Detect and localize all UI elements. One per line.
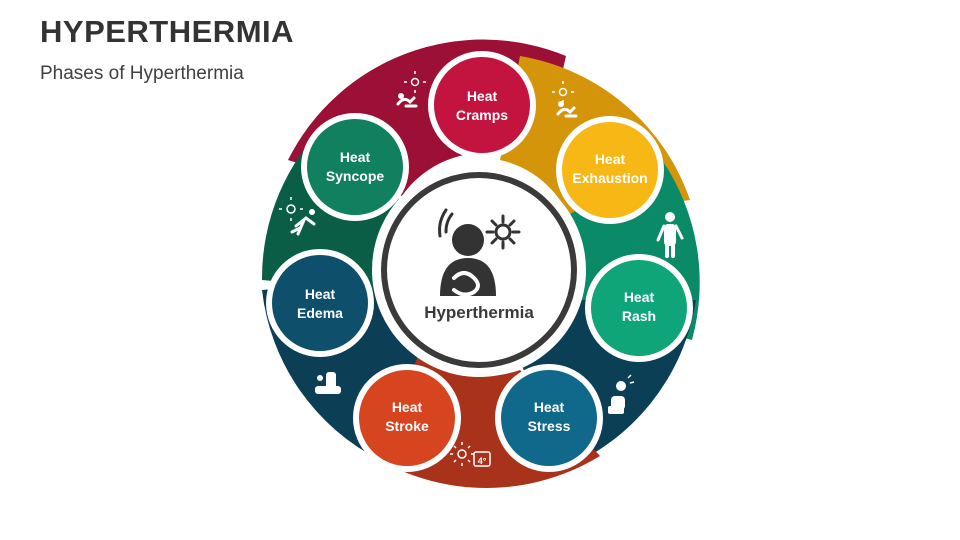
phase-label-heat-cramps-line1: Heat: [467, 88, 498, 104]
phase-circle-heat-cramps: [434, 57, 530, 153]
phase-label-heat-stroke-line1: Heat: [392, 399, 423, 415]
page-title: HYPERTHERMIA: [40, 14, 295, 49]
phase-circle-heat-exhaustion: [562, 122, 658, 218]
phase-circle-heat-rash: [591, 260, 687, 356]
svg-text:4°: 4°: [478, 456, 487, 466]
person-heat-icon: [438, 208, 521, 297]
phase-label-heat-edema-line1: Heat: [305, 286, 336, 302]
phase-circle-heat-stress: [501, 370, 597, 466]
edema-icon: [315, 372, 341, 394]
cramp-icon: [396, 71, 426, 108]
phase-label-heat-rash-line1: Heat: [624, 289, 655, 305]
phase-label-heat-stress-line2: Stress: [528, 418, 571, 434]
phase-label-heat-stroke-line2: Stroke: [385, 418, 429, 434]
phase-label-heat-exhaustion-line1: Heat: [595, 151, 626, 167]
phase-label-heat-rash-line2: Rash: [622, 308, 656, 324]
exhaustion-icon: [552, 81, 578, 118]
rash-icon: [656, 212, 684, 258]
center-label: Hyperthermia: [424, 303, 534, 322]
phase-label-heat-syncope-line1: Heat: [340, 149, 371, 165]
phase-circle-heat-stroke: [359, 370, 455, 466]
phase-circle-heat-edema: [272, 255, 368, 351]
page-subtitle: Phases of Hyperthermia: [40, 63, 244, 84]
phase-label-heat-stress-line1: Heat: [534, 399, 565, 415]
syncope-icon: [279, 197, 316, 236]
stroke-icon: 4°: [450, 442, 491, 467]
phase-circle-heat-syncope: [307, 119, 403, 215]
phase-label-heat-edema-line2: Edema: [297, 305, 343, 321]
phase-circles: [272, 57, 687, 466]
phase-label-heat-cramps-line2: Cramps: [456, 107, 508, 123]
stress-icon: [608, 374, 635, 414]
phase-label-heat-exhaustion-line2: Exhaustion: [572, 170, 647, 186]
phase-label-heat-syncope-line2: Syncope: [326, 168, 385, 184]
